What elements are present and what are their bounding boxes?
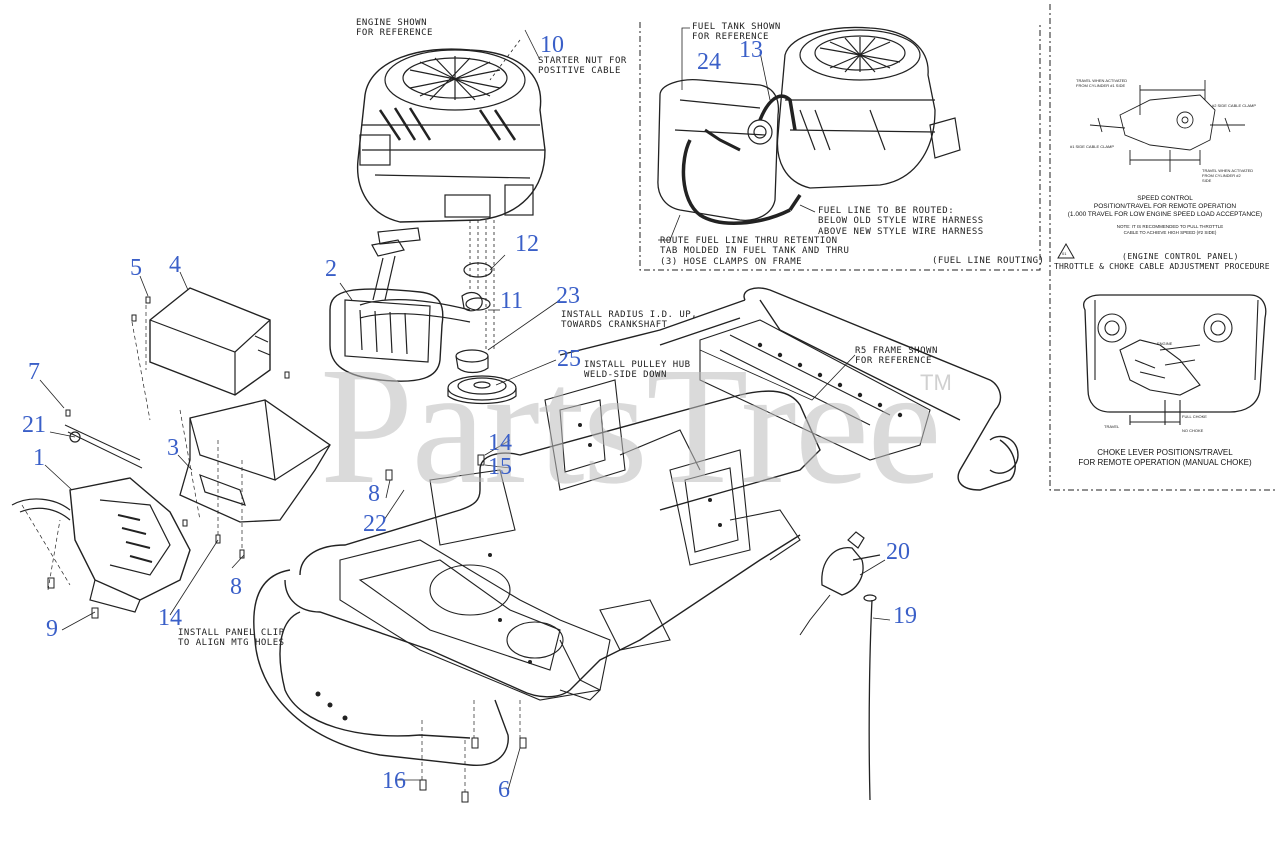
- callout-11: 11: [500, 288, 524, 314]
- speed-control-travel-left: TRAVEL WHEN ACTIVATED FROM CYLINDER #1 S…: [1076, 78, 1128, 88]
- pulley-parts: [447, 262, 517, 405]
- callout-14a: 14: [488, 430, 512, 456]
- callout-6: 6: [498, 777, 510, 803]
- fuel-inset-leaders: [658, 27, 816, 241]
- engine-label: ENGINE: [1157, 341, 1173, 346]
- note-r5-frame: R5 FRAME SHOWN FOR REFERENCE: [855, 346, 938, 367]
- hardware-screws: [47, 296, 527, 803]
- right-panel-divider: [1049, 4, 1278, 491]
- callout-24: 24: [697, 49, 721, 75]
- callout-16: 16: [382, 768, 406, 794]
- callout-2: 2: [325, 256, 337, 282]
- callout-14b: 14: [158, 605, 182, 631]
- watermark-text: PartsTree: [320, 333, 942, 519]
- callout-13: 13: [739, 37, 763, 63]
- frame-plates: [339, 319, 931, 701]
- callout-5: 5: [130, 255, 142, 281]
- fuel-inset-engine: [776, 26, 961, 189]
- fuel-routing-inset-border: [639, 22, 1041, 271]
- engine-panel-title: (ENGINE CONTROL PANEL): [1122, 252, 1239, 261]
- choke-lever-title: CHOKE LEVER POSITIONS/TRAVEL FOR REMOTE …: [1078, 448, 1252, 467]
- callout-22: 22: [363, 511, 387, 537]
- frame-holes: [315, 342, 903, 721]
- speed-control-title: SPEED CONTROL POSITION/TRAVEL FOR REMOTE…: [1067, 195, 1263, 219]
- note-starter-nut: STARTER NUT FOR POSITIVE CABLE: [538, 56, 627, 77]
- full-choke-label: FULL CHOKE: [1182, 414, 1207, 419]
- engine-control-panel-drawing: [1083, 294, 1267, 425]
- note-route-fuel-line: ROUTE FUEL LINE THRU RETENTION TAB MOLDE…: [660, 236, 850, 267]
- travel-label: TRAVEL: [1104, 424, 1120, 429]
- side-panel: [11, 424, 191, 613]
- assembly-lines-left: [21, 305, 521, 792]
- fuel-tank-inset: [657, 79, 802, 225]
- callout-9: 9: [46, 616, 58, 642]
- revision-triangle: [1057, 242, 1075, 259]
- note-fuel-line-routing: (FUEL LINE ROUTING): [932, 256, 1045, 266]
- callout-25: 25: [557, 346, 581, 372]
- note-install-pulley: INSTALL PULLEY HUB WELD-SIDE DOWN: [584, 360, 691, 381]
- callout-10: 10: [540, 32, 564, 58]
- battery-tray: [179, 399, 331, 523]
- watermark-tm: TM: [920, 370, 952, 395]
- callout-8b: 8: [230, 574, 242, 600]
- speed-control-drawing: [1089, 80, 1245, 172]
- speed-control-travel-right: TRAVEL WHEN ACTIVATED FROM CYLINDER #2 S…: [1202, 168, 1254, 183]
- battery-cover: [149, 287, 271, 396]
- speed-control-clamp-a: #1 SIDE CABLE CLAMP: [1070, 144, 1115, 149]
- callout-3: 3: [167, 435, 179, 461]
- callout-23: 23: [556, 283, 580, 309]
- callout-15: 15: [488, 454, 512, 480]
- speed-control-clamp-b: #2 SIDE CABLE CLAMP: [1212, 103, 1257, 108]
- note-fuel-tank-reference: FUEL TANK SHOWN FOR REFERENCE: [692, 22, 781, 43]
- revision-number: 01: [1062, 251, 1067, 256]
- callout-12: 12: [515, 231, 539, 257]
- note-fuel-line-route: FUEL LINE TO BE ROUTED: BELOW OLD STYLE …: [818, 206, 984, 237]
- muffler: [329, 288, 444, 382]
- callout-8a: 8: [368, 481, 380, 507]
- note-engine-reference: ENGINE SHOWN FOR REFERENCE: [356, 18, 433, 39]
- note-install-radius: INSTALL RADIUS I.D. UP, TOWARDS CRANKSHA…: [561, 310, 698, 331]
- no-choke-label: NO CHOKE: [1182, 428, 1204, 433]
- note-panel-clip: INSTALL PANEL CLIP TO ALIGN MTG HOLES: [178, 628, 285, 649]
- callout-21: 21: [22, 412, 46, 438]
- callout-19: 19: [893, 603, 917, 629]
- throttle-cable-assembly: [799, 531, 881, 801]
- engine-main: [356, 48, 546, 223]
- leader-lines: [39, 29, 891, 791]
- callout-4: 4: [169, 252, 181, 278]
- speed-control-note: NOTE: IT IS RECOMMENDED TO PULL THROTTLE…: [1116, 224, 1224, 235]
- callout-1: 1: [33, 445, 45, 471]
- engine-panel-subtitle: THROTTLE & CHOKE CABLE ADJUSTMENT PROCED…: [1054, 262, 1270, 271]
- callout-20: 20: [886, 539, 910, 565]
- callout-7: 7: [28, 359, 40, 385]
- exhaust-parts: [359, 227, 483, 323]
